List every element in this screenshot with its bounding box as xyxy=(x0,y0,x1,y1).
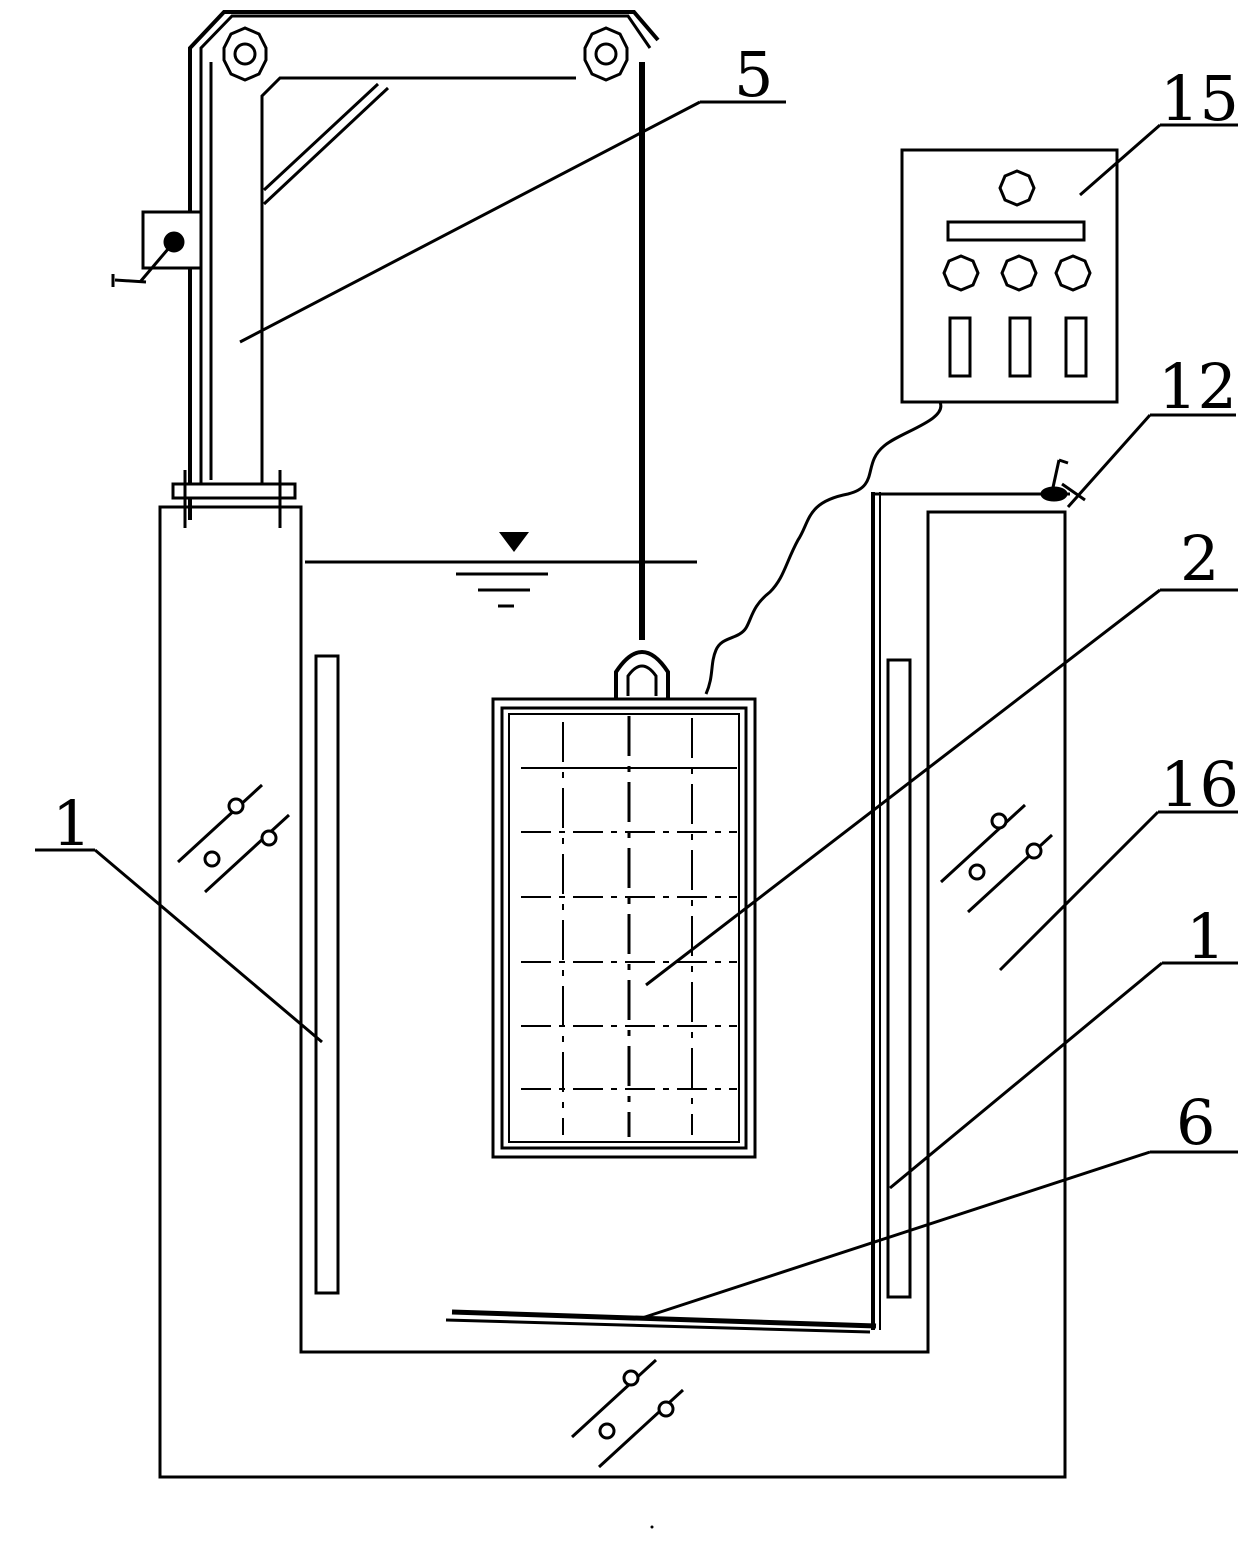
water-level-icon xyxy=(305,532,697,608)
lifting-hook-icon xyxy=(614,650,670,698)
hoist-frame xyxy=(188,10,660,640)
inlet-pipe xyxy=(871,492,1070,1330)
valve-icon xyxy=(1040,458,1086,502)
label-2: 2 xyxy=(1180,522,1219,595)
label-5: 5 xyxy=(734,38,773,111)
leader-lines xyxy=(35,100,1238,1320)
control-knob-icon xyxy=(1000,254,1038,292)
insulation-hatch-icon xyxy=(939,803,1054,914)
outer-tank xyxy=(158,505,1067,1479)
label-6: 6 xyxy=(1176,1086,1215,1159)
insulation-hatch-icon xyxy=(176,783,291,894)
specimen-panel xyxy=(491,697,757,1159)
label-1-left: 1 xyxy=(52,787,91,860)
label-1-right: 1 xyxy=(1186,900,1225,973)
stray-dot xyxy=(650,1525,654,1529)
bottom-plate xyxy=(445,1309,877,1334)
control-knob-icon xyxy=(942,254,980,292)
insulation-hatch-icon xyxy=(570,1358,685,1469)
pulley-icon xyxy=(583,26,629,82)
sensor-cable xyxy=(704,401,943,695)
pulley-icon xyxy=(222,26,268,82)
control-knob-icon xyxy=(998,169,1036,207)
control-knob-icon xyxy=(1054,254,1092,292)
label-15: 15 xyxy=(1160,62,1239,135)
left-heater xyxy=(314,654,340,1295)
label-16: 16 xyxy=(1160,748,1239,821)
mount-bracket xyxy=(171,470,297,528)
right-heater xyxy=(886,658,912,1299)
hand-crank-icon xyxy=(111,210,203,287)
label-12: 12 xyxy=(1158,350,1237,423)
